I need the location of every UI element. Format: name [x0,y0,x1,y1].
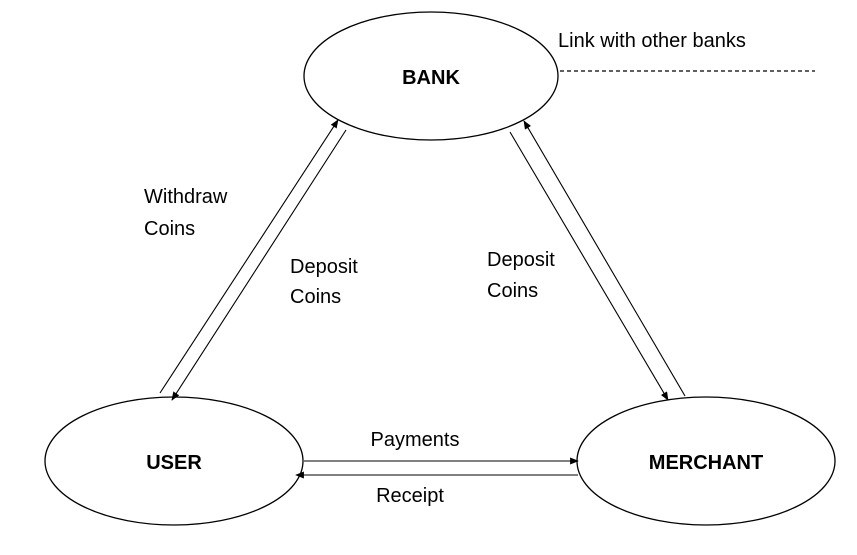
merchant-deposit-coins-line-2: Coins [487,280,538,302]
withdraw-coins-line-1: Withdraw [144,186,228,208]
withdraw-coins-label: Withdraw Coins [144,186,233,240]
merchant-deposit-coins-line-1: Deposit [487,249,555,271]
withdraw-coins-line-2: Coins [144,218,195,240]
withdraw-coins-arrow [171,129,347,401]
bank-ellipse [303,11,559,141]
bank-node: BANK [303,11,559,141]
link-with-other-banks-label: Link with other banks [558,30,746,52]
user-node: USER [44,396,304,526]
user-deposit-coins-label: Deposit Coins [290,256,363,308]
bank-to-merchant-arrow [509,131,669,401]
payments-label: Payments [371,429,460,451]
user-deposit-coins-line-1: Deposit [290,256,358,278]
merchant-label: MERCHANT [649,452,763,474]
user-deposit-coins-line-2: Coins [290,286,341,308]
merchant-deposit-coins-label: Deposit Coins [487,249,560,302]
merchant-deposit-coins-arrow [523,120,686,397]
merchant-node: MERCHANT [576,396,836,526]
receipt-label: Receipt [376,485,444,507]
user-deposit-coins-arrow [159,119,339,394]
bank-label: BANK [402,67,460,89]
user-label: USER [146,452,202,474]
